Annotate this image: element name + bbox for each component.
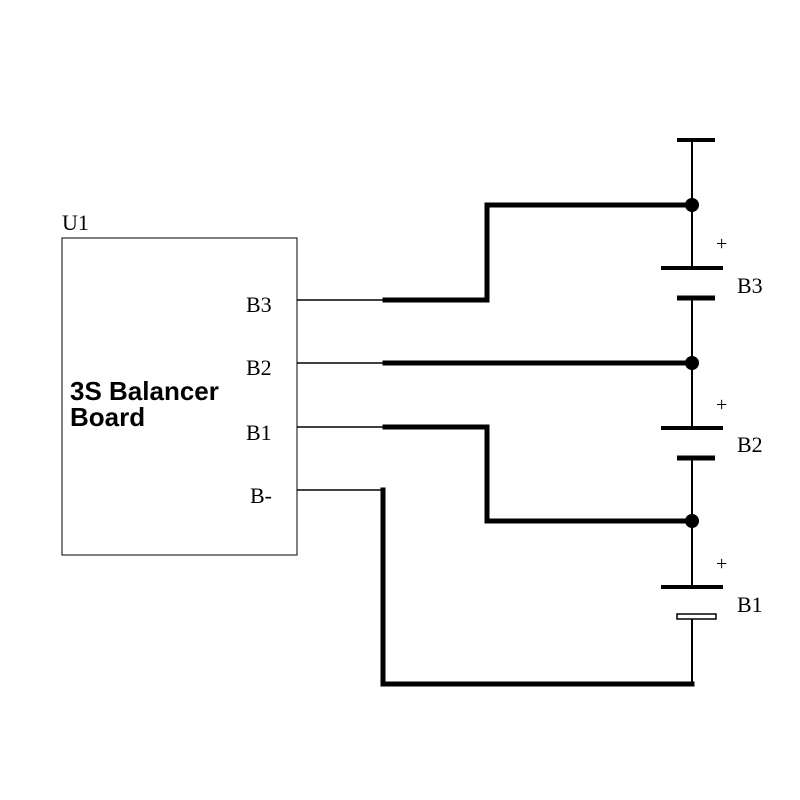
wire-b1 <box>382 424 695 524</box>
pin-label-b2: B2 <box>246 355 272 380</box>
junction-dot-b3 <box>685 198 699 212</box>
u1-designator: U1 <box>62 210 89 235</box>
module-title-line1: 3S Balancer <box>70 376 219 406</box>
cell-b2-label: B2 <box>737 432 763 457</box>
cell-b3-plus: + <box>716 233 727 255</box>
cell-b2-plus: + <box>716 394 727 416</box>
module-title-line2: Board <box>70 402 145 432</box>
cell-b1-plus: + <box>716 553 727 575</box>
cell-b1-label: B1 <box>737 592 763 617</box>
pin-label-b1: B1 <box>246 420 272 445</box>
pin-label-bminus: B- <box>250 483 272 508</box>
wire-b3 <box>382 202 695 303</box>
junction-dot-b2 <box>685 356 699 370</box>
cell-b3-label: B3 <box>737 273 763 298</box>
pin-label-b3: B3 <box>246 292 272 317</box>
wire-bminus <box>380 487 695 687</box>
cell-b1-symbol <box>661 585 723 620</box>
cell-b3-symbol <box>661 266 723 301</box>
cell-b2-symbol <box>661 426 723 461</box>
junction-dot-b1 <box>685 514 699 528</box>
u1-module-box <box>61 237 298 556</box>
